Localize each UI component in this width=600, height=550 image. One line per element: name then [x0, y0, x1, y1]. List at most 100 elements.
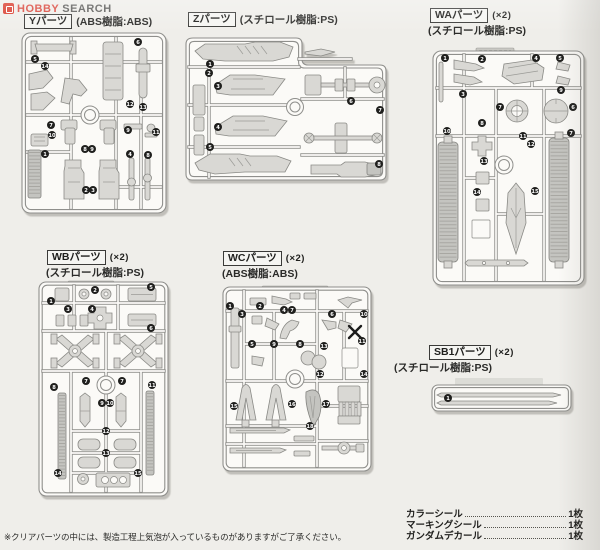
- runner-sb1-label: SB1パーツ (×2): [429, 345, 514, 360]
- part-number-text: 2: [93, 288, 97, 294]
- part-number-text: 7: [49, 123, 53, 129]
- part-number-callout: [519, 132, 527, 140]
- part-number-callout: [48, 131, 56, 139]
- part-number-callout: [118, 377, 126, 385]
- part-number-callout: [98, 399, 106, 407]
- part-number-callout: [89, 186, 97, 194]
- part-number-callout: [532, 54, 540, 62]
- part-number-text: 9: [272, 342, 276, 348]
- runner-sb1-sprue-diagram: 1: [431, 384, 572, 412]
- part-number-callout: [347, 97, 355, 105]
- hobby-search-logo-icon: [3, 3, 14, 14]
- part-number-callout: [124, 126, 132, 134]
- part-number-callout: [322, 400, 330, 408]
- molded-parts: [27, 40, 158, 201]
- molded-parts: [436, 392, 562, 406]
- part-number-callout: [147, 324, 155, 332]
- part-number-text: 6: [571, 105, 575, 111]
- part-number-callout: [41, 150, 49, 158]
- part-number-text: 8: [480, 121, 484, 127]
- part-number-callout: [375, 160, 383, 168]
- part-number-text: 15: [134, 471, 142, 477]
- part-number-text: 4: [216, 125, 220, 131]
- part-number-callout: [316, 370, 324, 378]
- part-number-text: 11: [152, 130, 160, 136]
- part-number-callout: [459, 90, 467, 98]
- runner-z-material: (スチロール樹脂:PS): [239, 14, 338, 26]
- part-number-callout: [358, 337, 366, 345]
- part-number-text: 5: [33, 57, 37, 63]
- part-number-text: 16: [288, 402, 296, 408]
- part-number-text: 15: [531, 189, 539, 195]
- part-number-text: 5: [208, 145, 212, 151]
- part-number-callout: [134, 469, 142, 477]
- runner-wa-label: WAパーツ (×2): [430, 8, 511, 23]
- sheet-row-marking-seal: マーキングシール 1枚: [406, 520, 583, 531]
- part-number-text: 4: [282, 308, 286, 314]
- runner-sb1-label-box: SB1パーツ: [429, 345, 491, 360]
- part-number-callout: [82, 377, 90, 385]
- scan-bleed-ghost: [455, 378, 543, 385]
- dot-leader: [484, 538, 567, 539]
- part-number-text: 2: [480, 57, 484, 63]
- part-number-text: 13: [102, 451, 110, 457]
- part-number-callout: [214, 82, 222, 90]
- part-number-text: 10: [106, 401, 114, 407]
- part-number-text: 7: [120, 379, 124, 385]
- part-number-text: 7: [569, 131, 573, 137]
- runner-wb-qty: (×2): [109, 252, 129, 263]
- sheet-row-color-seal: カラーシール 1枚: [406, 509, 583, 520]
- wishbone-part: [265, 384, 287, 428]
- part-number-text: 1: [443, 56, 447, 62]
- part-number-callout: [147, 283, 155, 291]
- part-number-text: 11: [148, 383, 156, 389]
- runner-wb-material-line: (スチロール樹脂:PS): [46, 265, 144, 280]
- part-number-text: 9: [559, 88, 563, 94]
- dot-leader: [483, 527, 567, 528]
- part-number-callout: [206, 60, 214, 68]
- part-number-text: 8: [377, 162, 381, 168]
- runner-wc-label: WCパーツ (×2): [223, 251, 305, 266]
- part-number-text: 3: [216, 84, 220, 90]
- part-number-callout: [81, 145, 89, 153]
- part-number-text: 18: [306, 424, 314, 430]
- part-number-text: 14: [360, 372, 368, 378]
- part-number-text: 7: [290, 308, 294, 314]
- sheet-label: ガンダムデカール: [406, 531, 483, 542]
- part-number-text: 14: [41, 64, 49, 70]
- part-number-text: 12: [316, 372, 324, 378]
- part-number-callout: [214, 123, 222, 131]
- part-number-text: 10: [360, 312, 368, 318]
- part-number-text: 8: [298, 342, 302, 348]
- runner-wc-material: (ABS樹脂:ABS): [222, 268, 298, 280]
- runner-y-label: Yパーツ (ABS樹脂:ABS): [24, 14, 152, 29]
- part-number-text: 15: [230, 404, 238, 410]
- part-number-text: 8: [83, 147, 87, 153]
- part-number-text: 5: [250, 342, 254, 348]
- part-number-text: 2: [84, 188, 88, 194]
- part-number-text: 13: [139, 105, 147, 111]
- part-number-text: 3: [66, 307, 70, 313]
- runner-z-label-box: Zパーツ: [188, 12, 236, 27]
- part-number-callout: [102, 427, 110, 435]
- part-number-callout: [288, 400, 296, 408]
- part-number-text: 1: [228, 304, 232, 310]
- runner-sb1-material-line: (スチロール樹脂:PS): [394, 360, 492, 375]
- part-number-text: 2: [207, 71, 211, 77]
- part-number-callout: [306, 422, 314, 430]
- part-number-text: 7: [84, 379, 88, 385]
- runner-wb-material: (スチロール樹脂:PS): [46, 267, 144, 279]
- dot-leader: [464, 516, 567, 517]
- sheet-qty: 1枚: [568, 531, 583, 542]
- part-number-callout: [270, 340, 278, 348]
- part-number-callout: [320, 342, 328, 350]
- part-number-callout: [148, 381, 156, 389]
- part-number-text: 10: [443, 129, 451, 135]
- part-number-callout: [139, 103, 147, 111]
- clear-parts-footnote: ※クリアパーツの中には、製造工程上気泡が入っているものがありますがご了承ください…: [4, 532, 346, 542]
- part-number-text: 13: [480, 159, 488, 165]
- part-number-text: 5: [149, 285, 153, 291]
